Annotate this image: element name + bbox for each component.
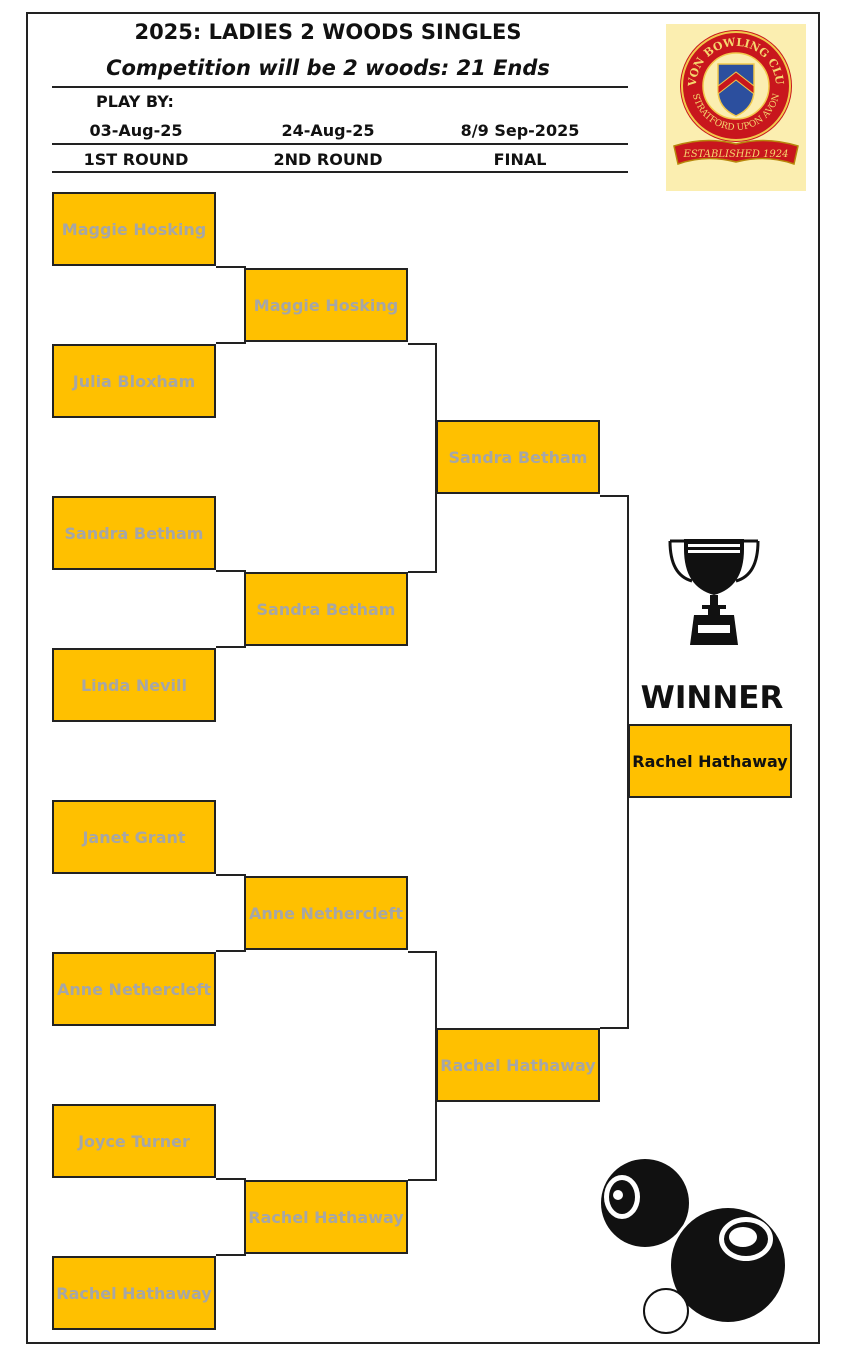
connector [216, 1178, 246, 1180]
connector [435, 951, 437, 1181]
connector [408, 571, 436, 573]
divider [52, 143, 628, 145]
connector [627, 495, 629, 1029]
divider [52, 86, 628, 88]
play-by-label: PLAY BY: [96, 92, 174, 111]
connector [216, 570, 246, 572]
date-round1: 03-Aug-25 [89, 121, 183, 140]
connector [600, 495, 628, 497]
round1-player-1: Maggie Hosking [52, 192, 216, 266]
connector [216, 1254, 246, 1256]
bowls-balls-icon [600, 1155, 790, 1335]
round1-player-8: Rachel Hathaway [52, 1256, 216, 1330]
page-frame [26, 12, 820, 1344]
connector [216, 950, 246, 952]
date-round2: 24-Aug-25 [281, 121, 375, 140]
divider [52, 171, 628, 173]
final-player-1: Sandra Betham [436, 420, 600, 494]
connector [216, 266, 246, 268]
winner-box: Rachel Hathaway [628, 724, 792, 798]
connector [600, 1027, 628, 1029]
round2-player-1: Maggie Hosking [244, 268, 408, 342]
round1-player-4: Linda Nevill [52, 648, 216, 722]
round1-player-6: Anne Nethercleft [52, 952, 216, 1026]
round1-player-7: Joyce Turner [52, 1104, 216, 1178]
winner-label: WINNER [640, 680, 784, 716]
club-logo: AVON BOWLING CLUB STRATFORD UPON AVON ES… [661, 14, 806, 191]
round1-player-5: Janet Grant [52, 800, 216, 874]
date-final: 8/9 Sep-2025 [460, 121, 580, 140]
round2-player-4: Rachel Hathaway [244, 1180, 408, 1254]
round-label-final: FINAL [493, 150, 547, 169]
round2-player-2: Sandra Betham [244, 572, 408, 646]
round1-player-2: Julia Bloxham [52, 344, 216, 418]
round-label-1: 1ST ROUND [83, 150, 189, 169]
connector [216, 646, 246, 648]
connector [408, 1179, 436, 1181]
connector [435, 343, 437, 573]
round1-player-3: Sandra Betham [52, 496, 216, 570]
round2-player-3: Anne Nethercleft [244, 876, 408, 950]
page-title: 2025: LADIES 2 WOODS SINGLES [134, 20, 522, 44]
final-player-2: Rachel Hathaway [436, 1028, 600, 1102]
connector [216, 342, 246, 344]
connector [408, 343, 436, 345]
trophy-icon [664, 535, 764, 647]
round-label-2: 2ND ROUND [273, 150, 383, 169]
svg-text:ESTABLISHED 1924: ESTABLISHED 1924 [683, 149, 789, 160]
connector [216, 874, 246, 876]
connector [408, 951, 436, 953]
page-subtitle: Competition will be 2 woods: 21 Ends [106, 56, 550, 80]
